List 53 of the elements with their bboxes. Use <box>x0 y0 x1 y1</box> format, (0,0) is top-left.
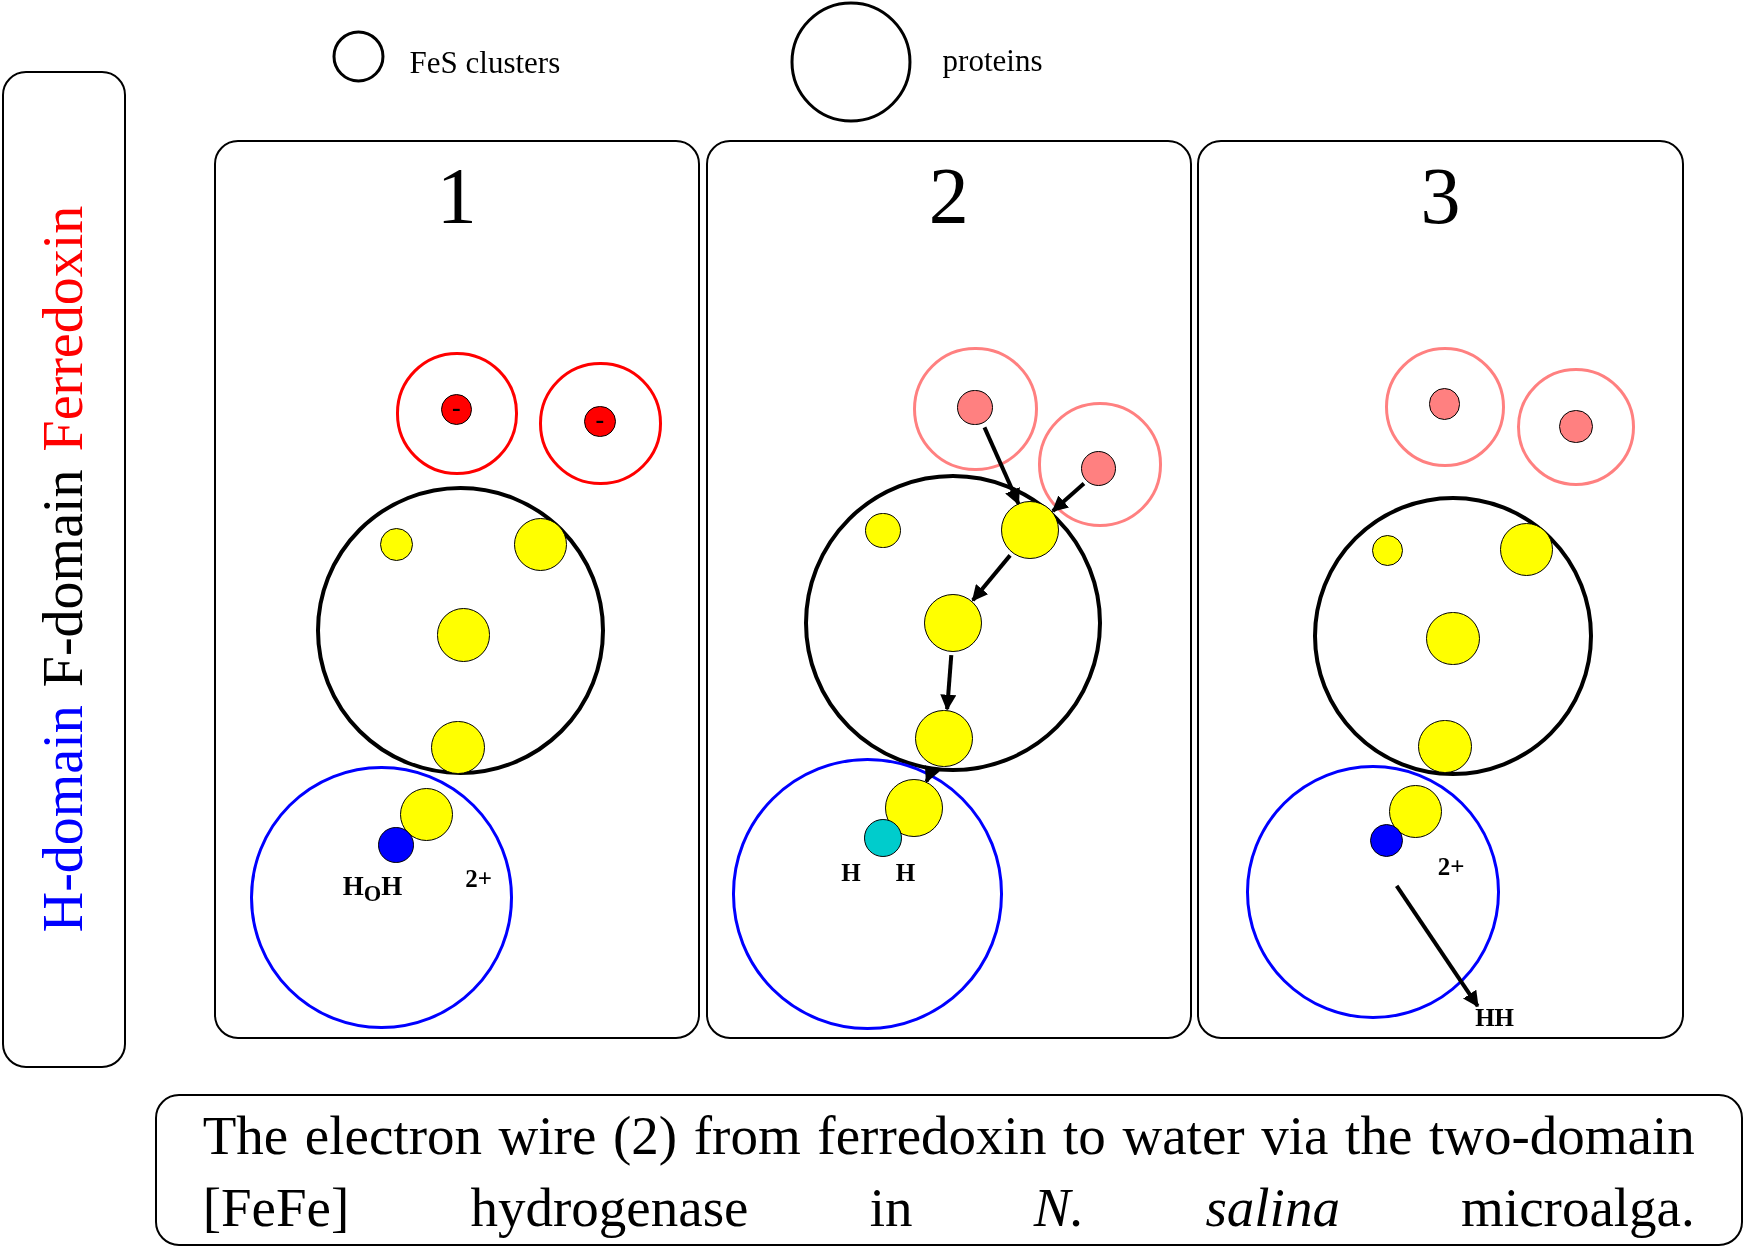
panel-frame <box>213 140 700 1040</box>
h-domain-circle <box>731 758 1004 1030</box>
ferredoxin-circle <box>395 352 519 475</box>
domain-label: Ferredoxin <box>35 206 92 452</box>
panel-number: 1 <box>436 156 477 237</box>
molecule-label: H$_{O}$H <box>342 872 403 906</box>
arrow <box>940 654 957 711</box>
fes-cluster <box>584 406 616 438</box>
ferredoxin-circle <box>913 346 1038 472</box>
molecule-label: H <box>841 860 861 886</box>
h-domain-circle <box>249 766 513 1029</box>
active-site <box>863 819 902 857</box>
domain-legend-panel <box>2 71 126 1069</box>
molecule-label: 2+ <box>1437 853 1465 879</box>
ferredoxin-circle <box>539 362 662 485</box>
arrow <box>982 426 1021 505</box>
fes-cluster <box>1429 388 1461 420</box>
fes-cluster <box>1418 719 1472 773</box>
fes-cluster <box>1426 611 1480 665</box>
active-site <box>378 826 415 863</box>
arrow <box>971 554 1012 602</box>
arrow <box>924 765 940 783</box>
caption-text: The electron wire (2) from ferredoxin to water via the two-domain [FeFe] hydrogenase in N. salina microalga. <box>202 1103 1695 1240</box>
domain-label: F-domain <box>35 469 92 688</box>
panel-frame <box>1197 140 1684 1040</box>
fes-cluster <box>1001 501 1059 560</box>
f-domain-circle <box>804 473 1103 772</box>
panel-number: 2 <box>928 156 969 237</box>
fes-cluster <box>957 389 993 426</box>
f-domain-circle <box>1312 495 1594 777</box>
panel-number: 3 <box>1420 156 1461 237</box>
panel-frame <box>705 140 1192 1040</box>
ferredoxin-circle <box>1385 346 1506 467</box>
charge-sign: - <box>595 406 605 433</box>
arrow <box>1051 481 1086 513</box>
ferredoxin-circle <box>1517 367 1636 486</box>
f-domain-circle <box>315 485 605 776</box>
fes-cluster <box>440 394 472 426</box>
fes-cluster <box>1559 409 1593 443</box>
active-site <box>1370 823 1404 857</box>
molecule-label: HH <box>1475 1003 1515 1031</box>
domain-label: H-domain <box>35 705 92 933</box>
fes-cluster <box>431 720 485 775</box>
legend-label: FeS clusters <box>409 46 561 78</box>
fes-cluster <box>1371 534 1403 566</box>
fes-cluster <box>1080 450 1117 487</box>
molecule-label: 2+ <box>465 865 492 891</box>
fes-cluster <box>865 512 901 549</box>
charge-sign: - <box>452 394 461 421</box>
molecule-label: H <box>895 860 916 886</box>
fes-cluster <box>380 528 414 562</box>
legend-label: proteins <box>942 44 1043 76</box>
arrow <box>1395 884 1480 1008</box>
